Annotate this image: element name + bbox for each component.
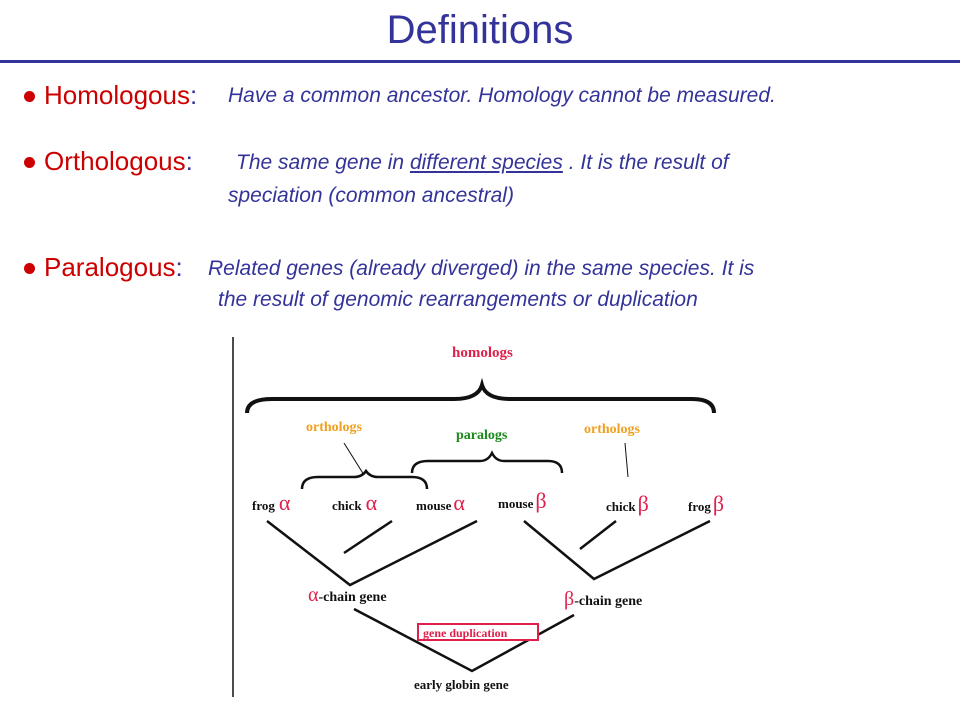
paralogous-description-line1: Related genes (already diverged) in the … — [208, 257, 755, 280]
beta-symbol: β — [638, 491, 649, 516]
term-colon: : — [189, 80, 198, 110]
beta-symbol: β — [564, 588, 574, 610]
label-homologs: homologs — [452, 345, 513, 361]
page-title: Definitions — [386, 8, 574, 52]
species-mouse-alpha: mouseα — [416, 490, 465, 515]
orthologous-description-line2: speciation (common ancestral) — [228, 184, 514, 207]
bullet-icon — [24, 157, 35, 168]
homologous-description: Have a common ancestor. Homology cannot … — [228, 84, 776, 107]
gene-duplication-box — [417, 623, 539, 641]
tree-alpha-branches — [266, 519, 478, 587]
pointer-orthologs-left — [343, 442, 365, 476]
label-orthologs-right: orthologs — [584, 422, 641, 437]
beta-symbol: β — [713, 491, 724, 516]
bullet-icon — [24, 263, 35, 274]
term-homologous: Homologous — [44, 80, 190, 110]
label-alpha-chain-gene: α-chain gene — [308, 584, 387, 606]
homology-tree-diagram: homologs orthologs paralogs orthologs fr… — [232, 337, 764, 697]
tree-root-branches — [353, 607, 575, 673]
orthologous-description-line1: The same gene in different species . It … — [236, 151, 729, 175]
term-paralogous: Paralogous — [44, 252, 176, 282]
label-paralogs: paralogs — [456, 428, 508, 443]
alpha-symbol: α — [279, 490, 291, 515]
homology-tree-svg: homologs orthologs paralogs orthologs fr… — [232, 337, 724, 697]
brace-paralogs — [410, 450, 564, 474]
alpha-symbol: α — [366, 490, 378, 515]
bullet-icon — [24, 91, 35, 102]
term-colon: : — [175, 252, 183, 282]
pointer-orthologs-right — [624, 442, 629, 478]
species-mouse-beta: mouseβ — [498, 488, 547, 513]
species-frog-beta: frogβ — [688, 491, 724, 516]
orthologous-text-a: The same gene in — [236, 151, 410, 174]
label-gene-duplication: gene duplication — [423, 626, 508, 640]
tree-beta-branches — [523, 519, 711, 581]
brace-orthologs-left — [300, 468, 429, 490]
term-orthologous: Orthologous — [44, 146, 186, 176]
label-early-globin-gene: early globin gene — [414, 677, 509, 692]
tree-alpha-inner-branch — [343, 519, 393, 555]
label-beta-chain-gene: β-chain gene — [564, 588, 642, 610]
orthologous-text-b: . It is the result of — [562, 151, 729, 174]
title-divider — [0, 60, 960, 63]
brace-homologs — [245, 377, 716, 414]
label-orthologs-left: orthologs — [306, 420, 363, 435]
tree-beta-inner-branch — [579, 520, 617, 550]
paralogous-description-line2: the result of genomic rearrangements or … — [218, 288, 698, 311]
alpha-symbol: α — [453, 490, 465, 515]
orthologous-text-underlined: different species — [409, 151, 563, 174]
alpha-symbol: α — [308, 584, 319, 606]
beta-symbol: β — [535, 488, 546, 513]
species-chick-beta: chickβ — [606, 491, 649, 516]
term-colon: : — [185, 146, 193, 176]
